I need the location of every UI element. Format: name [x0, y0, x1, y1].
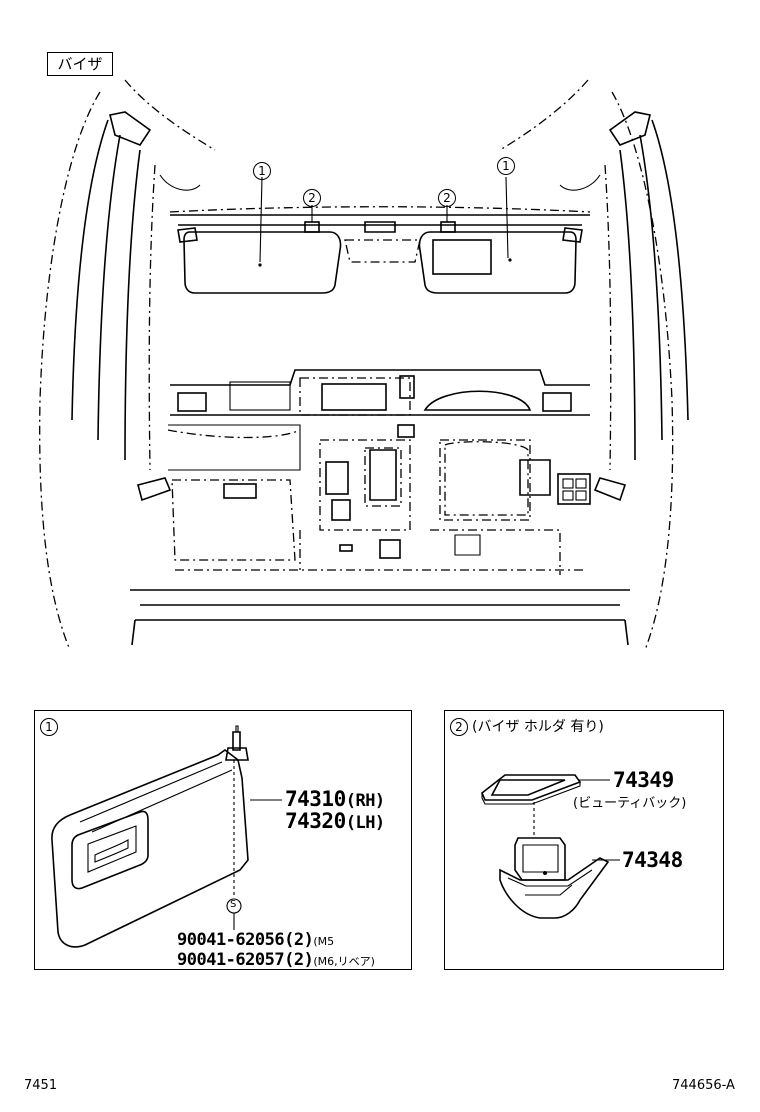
panel-visor: [34, 710, 412, 970]
screw-90041-62056: 90041-62056(2)(M5: [177, 930, 335, 950]
part-74320: 74320(LH): [285, 809, 385, 833]
panel-visor-ref: 1: [40, 716, 58, 736]
screw-90041-62057: 90041-62057(2)(M6,リベア): [177, 950, 375, 970]
callout-2-left: 2: [303, 187, 321, 207]
panel-holder-ref: 2: [450, 716, 468, 736]
part-74310: 74310(RH): [285, 787, 385, 811]
part-74349-note: (ビューティバック): [573, 796, 687, 811]
screw-symbol: S: [230, 899, 237, 910]
callout-1-left: 1: [253, 160, 271, 180]
panel-holder-title: (バイザ ホルダ 有り): [472, 719, 604, 735]
vehicle-interior-illustration: [39, 79, 689, 651]
callout-2-right: 2: [438, 187, 456, 207]
panel-holder: [444, 710, 724, 970]
callout-1-right: 1: [497, 155, 515, 175]
section-title: バイザ: [47, 52, 113, 76]
page-code: 7451: [24, 1078, 58, 1093]
part-74348: 74348: [622, 848, 683, 872]
figure-id: 744656-A: [672, 1078, 735, 1093]
part-74349: 74349: [613, 768, 674, 792]
